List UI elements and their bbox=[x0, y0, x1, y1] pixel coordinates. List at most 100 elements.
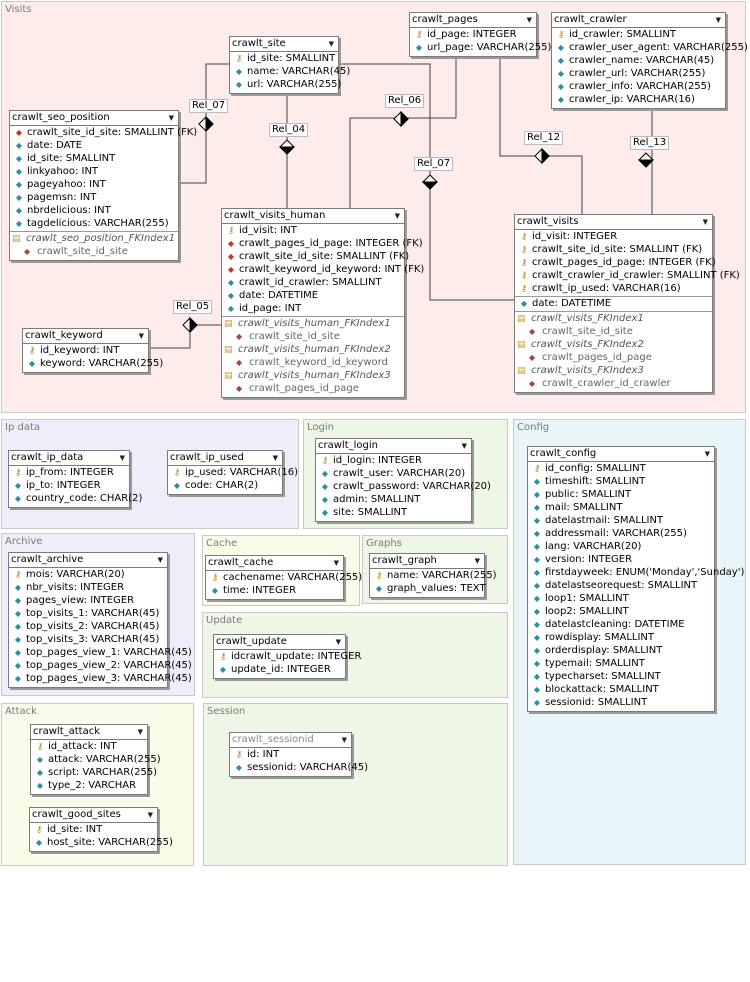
column-row[interactable]: ◆orderdisplay: SMALLINT bbox=[528, 644, 714, 657]
column-row[interactable]: ⚷crawlt_crawler_id_crawler: SMALLINT (FK… bbox=[515, 269, 740, 282]
table-header[interactable]: crawlt_graph▼ bbox=[370, 554, 484, 569]
column-row[interactable]: ⚷idcrawlt_update: INTEGER bbox=[214, 650, 362, 663]
dropdown-arrow-icon[interactable]: ▼ bbox=[341, 736, 347, 744]
column-row[interactable]: ◆crawler_name: VARCHAR(45) bbox=[552, 54, 725, 67]
column-row[interactable]: ◆mail: SMALLINT bbox=[528, 501, 714, 514]
column-row[interactable]: ◆typecharset: SMALLINT bbox=[528, 670, 714, 683]
dropdown-arrow-icon[interactable]: ▼ bbox=[333, 559, 339, 567]
table-header[interactable]: crawlt_pages▼ bbox=[410, 13, 536, 28]
table-crawlt-login[interactable]: crawlt_login▼⚷id_login: INTEGER◆crawlt_u… bbox=[315, 438, 491, 522]
column-row[interactable]: ◆host_site: VARCHAR(255) bbox=[30, 836, 173, 849]
column-row[interactable]: ⚷id_attack: INT bbox=[31, 740, 147, 753]
column-row[interactable]: ⚷ip_from: INTEGER bbox=[9, 466, 129, 479]
column-row[interactable]: ◆pages_view: INTEGER bbox=[9, 594, 167, 607]
column-row[interactable]: ◆crawler_info: VARCHAR(255) bbox=[552, 80, 725, 93]
column-row[interactable]: ⚷id_site: INT bbox=[30, 823, 157, 836]
column-row[interactable]: ◆top_visits_2: VARCHAR(45) bbox=[9, 620, 167, 633]
table-crawlt-keyword[interactable]: crawlt_keyword▼⚷id_keyword: INT◆keyword:… bbox=[22, 328, 163, 373]
table-crawlt-ip-data[interactable]: crawlt_ip_data▼⚷ip_from: INTEGER◆ip_to: … bbox=[8, 450, 142, 508]
dropdown-arrow-icon[interactable]: ▼ bbox=[147, 811, 153, 819]
column-row[interactable]: ◆script: VARCHAR(255) bbox=[31, 766, 157, 779]
column-row[interactable]: ◆pageyahoo: INT bbox=[10, 178, 178, 191]
index-row[interactable]: ▤crawlt_seo_position_FKIndex1 bbox=[10, 232, 178, 245]
table-crawlt-site[interactable]: crawlt_site▼⚷id_site: SMALLINT◆name: VAR… bbox=[229, 36, 350, 94]
dropdown-arrow-icon[interactable]: ▼ bbox=[272, 454, 278, 462]
table-header[interactable]: crawlt_ip_data▼ bbox=[9, 451, 129, 466]
dropdown-arrow-icon[interactable]: ▼ bbox=[704, 450, 710, 458]
column-row[interactable]: ◆sessionid: VARCHAR(45) bbox=[230, 761, 368, 774]
table-header[interactable]: crawlt_login▼ bbox=[316, 439, 471, 454]
table-header[interactable]: crawlt_crawler▼ bbox=[552, 13, 725, 28]
column-row[interactable]: ◆loop1: SMALLINT bbox=[528, 592, 714, 605]
table-crawlt-good-sites[interactable]: crawlt_good_sites▼⚷id_site: INT◆host_sit… bbox=[29, 807, 173, 852]
column-row[interactable]: ◆addressmail: VARCHAR(255) bbox=[528, 527, 714, 540]
table-header[interactable]: crawlt_archive▼ bbox=[9, 553, 167, 568]
dropdown-arrow-icon[interactable]: ▼ bbox=[119, 454, 125, 462]
table-crawlt-graph[interactable]: crawlt_graph▼⚷name: VARCHAR(255)◆graph_v… bbox=[369, 553, 497, 598]
column-row[interactable]: ◆date: DATETIME bbox=[222, 289, 404, 302]
table-header[interactable]: crawlt_good_sites▼ bbox=[30, 808, 157, 823]
column-row[interactable]: ◆url_page: VARCHAR(255) bbox=[410, 41, 552, 54]
column-row[interactable]: ⚷id_site: SMALLINT bbox=[230, 52, 338, 65]
table-crawlt-ip-used[interactable]: crawlt_ip_used▼⚷ip_used: VARCHAR(16)◆cod… bbox=[167, 450, 298, 495]
index-row[interactable]: ▤crawlt_visits_human_FKIndex2 bbox=[222, 343, 404, 356]
column-row[interactable]: ◆typemail: SMALLINT bbox=[528, 657, 714, 670]
table-header[interactable]: crawlt_ip_used▼ bbox=[168, 451, 282, 466]
column-row[interactable]: ◆date: DATETIME bbox=[515, 297, 712, 310]
column-row[interactable]: ⚷id_crawler: SMALLINT bbox=[552, 28, 725, 41]
table-crawlt-update[interactable]: crawlt_update▼⚷idcrawlt_update: INTEGER◆… bbox=[213, 634, 362, 679]
dropdown-arrow-icon[interactable]: ▼ bbox=[137, 728, 143, 736]
table-crawlt-archive[interactable]: crawlt_archive▼⚷mois: VARCHAR(20)◆nbr_vi… bbox=[8, 552, 192, 688]
column-row[interactable]: ◆crawler_ip: VARCHAR(16) bbox=[552, 93, 725, 106]
index-row[interactable]: ▤crawlt_visits_FKIndex3 bbox=[515, 364, 712, 377]
column-row[interactable]: ⚷id_visit: INTEGER bbox=[515, 230, 712, 243]
column-row[interactable]: ⚷id_login: INTEGER bbox=[316, 454, 471, 467]
column-row[interactable]: ⚷name: VARCHAR(255) bbox=[370, 569, 497, 582]
table-crawlt-config[interactable]: crawlt_config▼⚷id_config: SMALLINT◆times… bbox=[527, 446, 744, 712]
column-row[interactable]: ◆loop2: SMALLINT bbox=[528, 605, 714, 618]
column-row[interactable]: ◆blockattack: SMALLINT bbox=[528, 683, 714, 696]
column-row[interactable]: ◆graph_values: TEXT bbox=[370, 582, 486, 595]
column-row[interactable]: ◆crawlt_user: VARCHAR(20) bbox=[316, 467, 471, 480]
column-row[interactable]: ◆sessionid: SMALLINT bbox=[528, 696, 714, 709]
index-row[interactable]: ▤crawlt_visits_human_FKIndex3 bbox=[222, 369, 404, 382]
column-row[interactable]: ◆pagemsn: INT bbox=[10, 191, 178, 204]
column-row[interactable]: ◆nbr_visits: INTEGER bbox=[9, 581, 167, 594]
table-header[interactable]: crawlt_config▼ bbox=[528, 447, 714, 462]
column-row[interactable]: ◆crawlt_site_id_site: SMALLINT (FK) bbox=[10, 126, 197, 139]
table-header[interactable]: crawlt_visits▼ bbox=[515, 215, 712, 230]
table-header[interactable]: crawlt_attack▼ bbox=[31, 725, 147, 740]
column-row[interactable]: ◆crawlt_password: VARCHAR(20) bbox=[316, 480, 491, 493]
column-row[interactable]: ⚷id_config: SMALLINT bbox=[528, 462, 714, 475]
column-row[interactable]: ◆admin: SMALLINT bbox=[316, 493, 471, 506]
column-row[interactable]: ⚷cachename: VARCHAR(255) bbox=[206, 571, 363, 584]
column-row[interactable]: ⚷mois: VARCHAR(20) bbox=[9, 568, 167, 581]
column-row[interactable]: ⚷id_page: INTEGER bbox=[410, 28, 536, 41]
dropdown-arrow-icon[interactable]: ▼ bbox=[328, 40, 334, 48]
table-crawlt-visits[interactable]: crawlt_visits▼⚷id_visit: INTEGER ⚷crawlt_… bbox=[514, 214, 740, 393]
index-row[interactable]: ▤crawlt_visits_FKIndex1 bbox=[515, 312, 712, 325]
column-row[interactable]: ◆crawlt_id_crawler: SMALLINT bbox=[222, 276, 404, 289]
column-row[interactable]: ◆firstdayweek: ENUM('Monday','Sunday') bbox=[528, 566, 744, 579]
column-row[interactable]: ⚷ip_used: VARCHAR(16) bbox=[168, 466, 298, 479]
index-row[interactable]: ▤crawlt_visits_FKIndex2 bbox=[515, 338, 712, 351]
dropdown-arrow-icon[interactable]: ▼ bbox=[168, 114, 174, 122]
column-row[interactable]: ◆name: VARCHAR(45) bbox=[230, 65, 350, 78]
column-row[interactable]: ◆top_pages_view_2: VARCHAR(45) bbox=[9, 659, 192, 672]
column-row[interactable]: ◆attack: VARCHAR(255) bbox=[31, 753, 161, 766]
column-row[interactable]: ◆ip_to: INTEGER bbox=[9, 479, 129, 492]
table-header[interactable]: crawlt_visits_human▼ bbox=[222, 209, 404, 224]
dropdown-arrow-icon[interactable]: ▼ bbox=[474, 557, 480, 565]
table-header[interactable]: crawlt_sessionid▼ bbox=[230, 733, 351, 748]
column-row[interactable]: ◆keyword: VARCHAR(255) bbox=[23, 357, 163, 370]
column-row[interactable]: ◆linkyahoo: INT bbox=[10, 165, 178, 178]
column-row[interactable]: ◆code: CHAR(2) bbox=[168, 479, 282, 492]
column-row[interactable]: ⚷crawlt_pages_id_page: INTEGER (FK) bbox=[515, 256, 716, 269]
column-row[interactable]: ◆crawler_user_agent: VARCHAR(255) bbox=[552, 41, 748, 54]
dropdown-arrow-icon[interactable]: ▼ bbox=[526, 16, 532, 24]
table-crawlt-visits-human[interactable]: crawlt_visits_human▼⚷id_visit: INT ◆crawl… bbox=[221, 208, 424, 398]
column-row[interactable]: ⚷crawlt_ip_used: VARCHAR(16) bbox=[515, 282, 712, 295]
column-row[interactable]: ◆top_visits_3: VARCHAR(45) bbox=[9, 633, 167, 646]
table-header[interactable]: crawlt_update▼ bbox=[214, 635, 345, 650]
column-row[interactable]: ⚷id_visit: INT bbox=[222, 224, 404, 237]
